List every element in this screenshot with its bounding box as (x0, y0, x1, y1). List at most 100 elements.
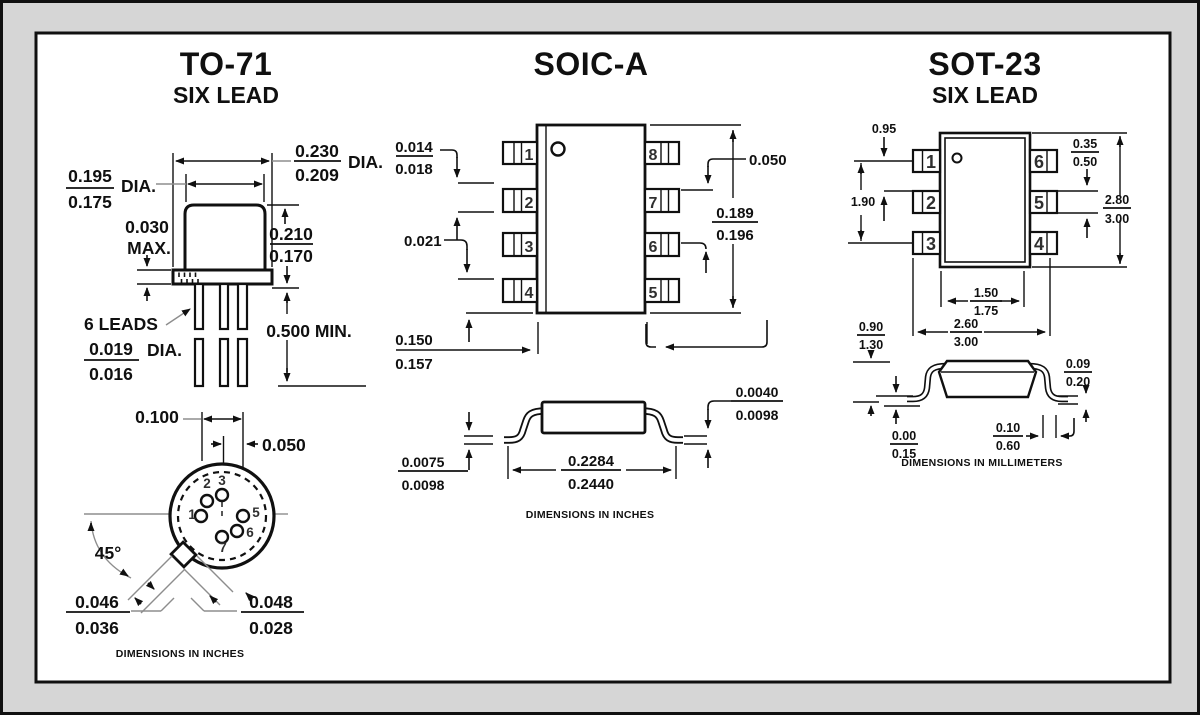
to71-leads (193, 282, 249, 388)
to71-units-note: DIMENSIONS IN INCHES (116, 648, 245, 660)
sot23-height-min: 0.90 (859, 320, 883, 334)
soic-body-width-min: 0.150 (395, 332, 433, 349)
soic-pin-6: 6 (649, 239, 658, 256)
soic-units-note: DIMENSIONS IN INCHES (526, 509, 655, 521)
to71-pin-numbers: 1 2 3 5 6 7 (188, 473, 260, 555)
soic-pitch: 0.050 (749, 152, 787, 169)
sot23-height-dim: 0.90 1.30 (853, 320, 890, 416)
sot23-side-view: 0.00 0.15 0.10 0.60 0.09 0.20 (876, 357, 1092, 461)
soic-lead-width-max: 0.018 (395, 161, 433, 178)
to71-flange-hatch (178, 272, 199, 284)
soic-side-body (540, 400, 647, 435)
sot23-lead-width-dim: 0.35 0.50 (1058, 137, 1099, 238)
to71-can-body (183, 203, 267, 272)
to71-flange (171, 268, 274, 286)
sot23-pitch-dim: 0.95 1.90 (848, 122, 913, 244)
to71-pin-half-spacing: 0.050 (262, 435, 306, 455)
sot23-standoff-dim: 0.00 0.15 (876, 376, 920, 461)
sot23-body-length-max: 3.00 (1105, 212, 1129, 226)
to71-tab-angle-dim: 45° (87, 520, 132, 579)
soic-pin-1: 1 (525, 147, 534, 164)
soic-lead-thickness: 0.021 (404, 233, 442, 250)
to71-flange-dia-label: DIA. (348, 152, 383, 172)
sot23-overall-width-min: 2.60 (954, 317, 978, 331)
sot23-pin-5: 5 (1034, 193, 1044, 213)
to71-cap-dia-dim: 0.195 0.175 DIA. (66, 166, 263, 212)
to71-tab-dim1-max: 0.046 (75, 592, 119, 612)
soic-overall-width-min: 0.2284 (568, 453, 615, 470)
soic-overall-width-dim: 0.2284 0.2440 (507, 446, 677, 493)
soic-pin1-dot (550, 141, 566, 157)
soic-overall-width-max: 0.2440 (568, 476, 614, 493)
to71-lead-dia-min: 0.016 (89, 364, 133, 384)
soic-lead-width-dim: 0.014 0.018 (395, 139, 494, 240)
to71-leads-label: 6 LEADS (84, 314, 158, 334)
soic-side-view: 0.0075 0.0098 0.2284 0.2440 0.0040 0.009… (398, 384, 783, 493)
soic-body-length-max: 0.196 (716, 227, 754, 244)
to71-pin-5: 5 (252, 505, 260, 520)
to71-cap-dia-label: DIA. (121, 176, 156, 196)
sot23-pin1-dot (951, 152, 963, 164)
to71-flange-dia-dim: 0.230 0.209 DIA. (175, 141, 383, 185)
to71-flange-dia-min: 0.209 (295, 165, 339, 185)
soic-pin-4: 4 (525, 285, 534, 302)
soic-pin-8: 8 (649, 147, 658, 164)
to71-subtitle: SIX LEAD (173, 82, 279, 108)
to71-cap-height-max: 0.210 (269, 224, 313, 244)
sot23-pin-span: 1.90 (851, 195, 875, 209)
sot23-overall-width-max: 3.00 (954, 335, 978, 349)
sot23-title: SOT-23 (928, 46, 1041, 82)
to71-flange-thickness-dim: 0.030 MAX. (125, 217, 171, 301)
sot23-lead-thickness-min: 0.09 (1066, 357, 1090, 371)
to71-lead-dia-label: DIA. (147, 340, 182, 360)
sot23-foot-length-min: 0.10 (996, 421, 1020, 435)
to71-pin-2: 2 (203, 476, 211, 491)
to71-flange-thickness: 0.030 (125, 217, 169, 237)
to71-tab-dim2-max: 0.048 (249, 592, 293, 612)
to71-tab-dim1-min: 0.036 (75, 618, 119, 638)
soic-left-pins: 1 2 3 4 (501, 140, 539, 304)
sot23-side-body (937, 359, 1038, 399)
to71-bottom-view: 0.100 0.050 1 2 (66, 407, 306, 638)
soic-foot-thickness-dim: 0.0040 0.0098 (684, 384, 783, 468)
to71-extension-lines (137, 153, 366, 387)
sot23-pin-2: 2 (926, 193, 936, 213)
soic-title: SOIC-A (534, 46, 649, 82)
soic-standoff-max: 0.0098 (402, 477, 445, 493)
soic-lead-width-min: 0.014 (395, 139, 433, 156)
to71-cap-dia-max: 0.195 (68, 166, 112, 186)
sot23-pitch: 0.95 (872, 122, 896, 136)
sot23-body-length-dim: 2.80 3.00 (1032, 132, 1131, 268)
sot23-left-pins: 1 2 3 (911, 148, 942, 256)
sot23-pin-1: 1 (926, 152, 936, 172)
sot23-body-length-min: 2.80 (1105, 193, 1129, 207)
to71-index-tab (169, 540, 198, 569)
soic-lead-thickness-dim: 0.021 (404, 233, 494, 280)
soic-pin-3: 3 (525, 239, 534, 256)
soic-top-view: 1 2 3 4 8 7 6 (501, 123, 681, 315)
to71-cap-height-dim: 0.210 0.170 (269, 208, 313, 284)
sot23-standoff-min: 0.00 (892, 429, 916, 443)
sot23-figure: SOT-23 SIX LEAD 1 2 3 6 (848, 46, 1131, 469)
soic-pitch-dim: 0.050 (681, 152, 787, 273)
sot23-pin-4: 4 (1034, 234, 1044, 254)
sot23-body-width-dim: 1.50 1.75 (940, 271, 1025, 318)
to71-pin-circles (193, 487, 251, 545)
soic-standoff-min: 0.0075 (402, 454, 445, 470)
sot23-body (938, 131, 1032, 269)
soic-pin-2: 2 (525, 195, 534, 212)
sot23-right-pins: 6 5 4 (1028, 148, 1059, 256)
to71-pin-6: 6 (246, 525, 254, 540)
to71-flange-thickness-qual: MAX. (127, 238, 171, 258)
soic-body-width-dim: 0.150 0.157 (395, 312, 768, 373)
sot23-foot-length-max: 0.60 (996, 439, 1020, 453)
to71-pin-3: 3 (218, 473, 226, 488)
to71-tab-dim2-min: 0.028 (249, 618, 293, 638)
sot23-height-max: 1.30 (859, 338, 883, 352)
to71-lead-dia-max: 0.019 (89, 339, 133, 359)
soic-right-pins: 8 7 6 5 (643, 140, 681, 304)
to71-tab-angle: 45° (95, 543, 121, 563)
to71-cap-dia-min: 0.175 (68, 192, 112, 212)
to71-pin-7: 7 (219, 540, 227, 555)
